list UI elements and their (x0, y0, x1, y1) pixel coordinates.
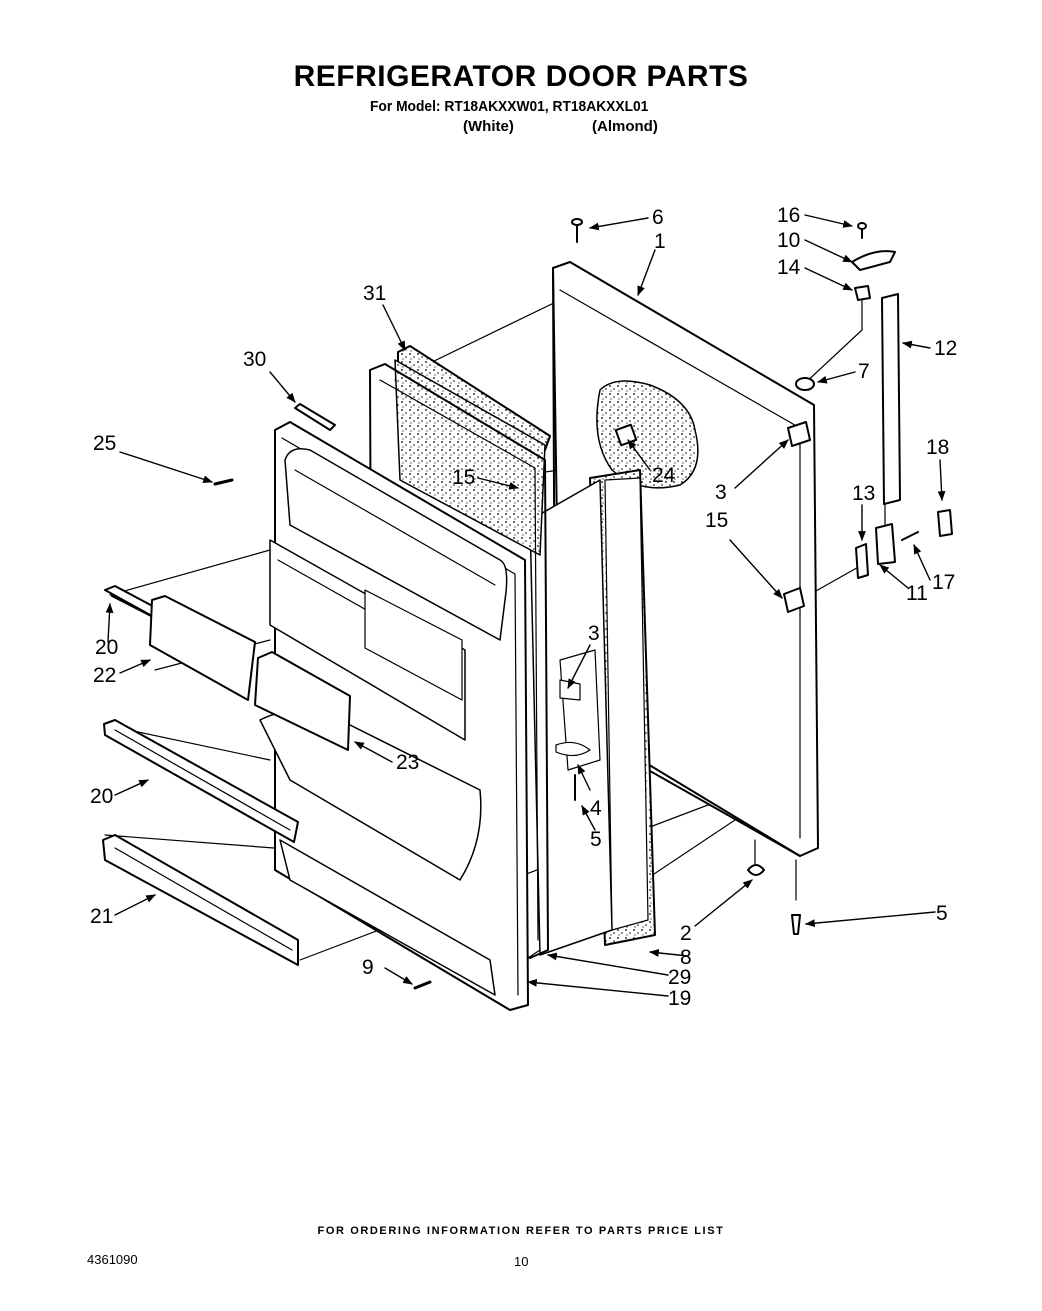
callout-23: 23 (396, 751, 419, 774)
callout-29: 29 (668, 966, 691, 989)
callout-15-upper: 15 (452, 466, 475, 489)
callout-8: 8 (680, 946, 692, 969)
callout-24: 24 (652, 464, 676, 487)
callout-19: 19 (668, 987, 691, 1010)
door-liner-foam (529, 469, 656, 956)
callout-17: 17 (932, 571, 955, 594)
callout-30: 30 (243, 348, 266, 371)
leader-lines (105, 214, 946, 997)
callout-7: 7 (858, 360, 870, 383)
callout-16: 16 (777, 204, 800, 227)
page-title: REFRIGERATOR DOOR PARTS (293, 60, 749, 93)
variant-white-label: (White) (463, 118, 514, 135)
callout-31: 31 (363, 282, 386, 305)
callout-9: 9 (362, 956, 374, 979)
callout-21: 21 (90, 905, 113, 928)
variant-almond-label: (Almond) (592, 118, 658, 135)
hinge-parts (213, 218, 953, 990)
inner-door-liner (259, 421, 529, 1011)
callout-25: 25 (93, 432, 116, 455)
insulation-panel (394, 345, 551, 556)
callout-22: 22 (93, 664, 116, 687)
callout-3-lower: 3 (588, 622, 600, 645)
model-numbers: For Model: RT18AKXXW01, RT18AKXXL01 (370, 98, 649, 115)
callout-4: 4 (590, 797, 602, 820)
callout-5-outer: 5 (936, 902, 948, 925)
callout-11: 11 (906, 582, 928, 605)
callout-20-lower: 20 (90, 785, 113, 808)
ordering-note: FOR ORDERING INFORMATION REFER TO PARTS … (317, 1225, 725, 1237)
callout-10: 10 (777, 229, 800, 252)
callout-14: 14 (777, 256, 801, 279)
callout-20-upper: 20 (95, 636, 118, 659)
callout-2: 2 (680, 922, 692, 945)
page-number: 10 (514, 1254, 529, 1269)
callout-1: 1 (654, 230, 666, 253)
callout-6: 6 (652, 206, 664, 229)
document-number: 4361090 (87, 1252, 138, 1267)
callout-5-inner: 5 (590, 828, 602, 851)
callout-18: 18 (926, 436, 949, 459)
callout-13: 13 (852, 482, 875, 505)
callout-12: 12 (934, 337, 957, 360)
callout-labels: 6 1 16 10 14 12 7 31 30 25 15 24 3 18 13… (90, 204, 957, 1010)
callout-15-lower: 15 (705, 509, 728, 532)
door-shelves (102, 403, 351, 966)
callout-3-upper: 3 (715, 481, 727, 504)
